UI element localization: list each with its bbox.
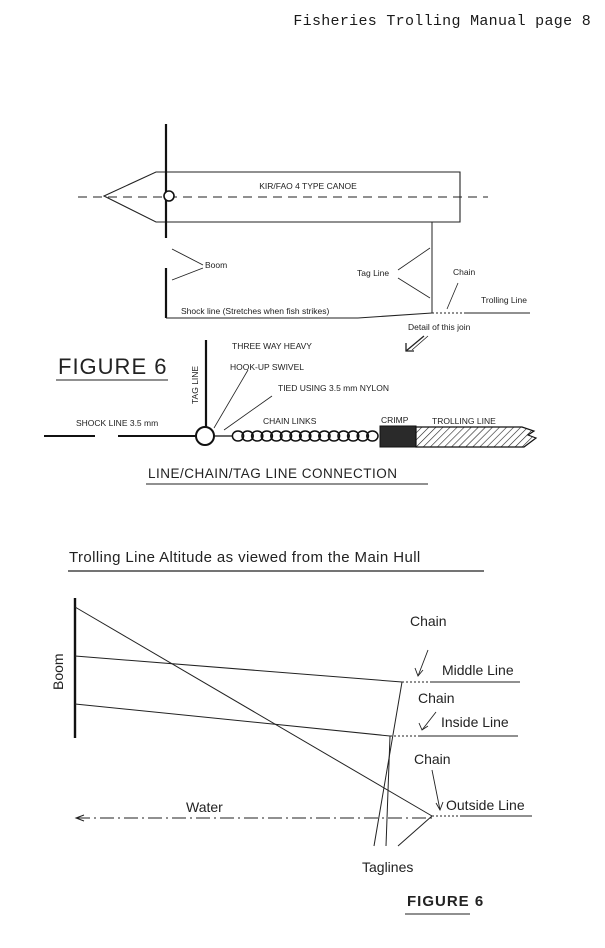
outside-line-label: Outside Line bbox=[446, 797, 525, 813]
trolling-line-label: Trolling Line bbox=[481, 295, 527, 305]
swivel-label-1: THREE WAY HEAVY bbox=[232, 341, 312, 351]
connection-caption: LINE/CHAIN/TAG LINE CONNECTION bbox=[148, 466, 398, 481]
boom-pivot bbox=[163, 190, 175, 202]
chain-top-label: Chain bbox=[410, 613, 447, 629]
tag-line-label: Tag Line bbox=[357, 268, 389, 278]
page-header: Fisheries Trolling Manual page 8 bbox=[293, 13, 591, 30]
outside-line bbox=[74, 606, 433, 817]
altitude-title: Trolling Line Altitude as viewed from th… bbox=[69, 549, 421, 566]
chain-link bbox=[346, 430, 360, 442]
chain-link bbox=[241, 430, 254, 442]
taglines-label: Taglines bbox=[362, 859, 413, 875]
chain-link bbox=[327, 430, 341, 442]
detail-label: Detail of this join bbox=[408, 322, 471, 332]
boom-label-vertical: Boom bbox=[50, 653, 66, 690]
nylon-label: TIED USING 3.5 mm NYLON bbox=[278, 383, 389, 393]
chain-link bbox=[318, 430, 331, 442]
chain-link bbox=[366, 430, 379, 442]
chain-link bbox=[270, 430, 283, 442]
swivel-label-2: HOOK-UP SWIVEL bbox=[230, 362, 304, 372]
chain-link bbox=[250, 430, 264, 442]
chain-label: Chain bbox=[453, 267, 475, 277]
water-label: Water bbox=[186, 799, 223, 815]
middle-line-label: Middle Line bbox=[442, 662, 514, 678]
tagline-outside bbox=[397, 815, 433, 847]
canoe-plan-diagram: KIR/FAO 4 TYPE CANOE Boom Tag Line Chain… bbox=[78, 124, 530, 352]
chain-link bbox=[279, 430, 293, 442]
chain-link bbox=[260, 430, 274, 442]
figure-title-bottom: FIGURE 6 bbox=[407, 893, 484, 910]
tag-line-vertical-label: TAG LINE bbox=[190, 366, 200, 404]
chain-link bbox=[308, 430, 322, 442]
detail-arrow bbox=[405, 335, 425, 352]
crimp-label: CRIMP bbox=[381, 415, 409, 425]
inside-line-label: Inside Line bbox=[441, 714, 509, 730]
tagline-middle bbox=[373, 681, 403, 847]
chain-link bbox=[289, 430, 302, 442]
connection-detail: TAG LINE THREE WAY HEAVY HOOK-UP SWIVEL … bbox=[44, 340, 538, 485]
swivel-ring bbox=[195, 426, 215, 446]
crimp bbox=[379, 425, 417, 448]
figure-title-left: FIGURE 6 bbox=[58, 354, 167, 379]
trolling-line-hatched bbox=[415, 426, 538, 448]
chain-bottom-label: Chain bbox=[414, 751, 451, 767]
tagline-inside bbox=[385, 735, 391, 847]
altitude-diagram: Trolling Line Altitude as viewed from th… bbox=[50, 549, 532, 875]
middle-line bbox=[74, 655, 403, 683]
chain-link bbox=[298, 430, 312, 442]
inside-line bbox=[74, 703, 391, 737]
chain-link bbox=[231, 430, 245, 442]
shock-line-detail-label: SHOCK LINE 3.5 mm bbox=[76, 418, 158, 428]
chain-links bbox=[231, 430, 379, 442]
chain-mid-label: Chain bbox=[418, 690, 455, 706]
chain-link bbox=[337, 430, 350, 442]
boom-label: Boom bbox=[205, 260, 227, 270]
chain-links-label: CHAIN LINKS bbox=[263, 416, 317, 426]
canoe-label: KIR/FAO 4 TYPE CANOE bbox=[259, 181, 357, 191]
shock-line-label: Shock line (Stretches when fish strikes) bbox=[181, 306, 330, 316]
chain-link bbox=[356, 430, 370, 442]
trolling-line-detail-label: TROLLING LINE bbox=[432, 416, 496, 426]
